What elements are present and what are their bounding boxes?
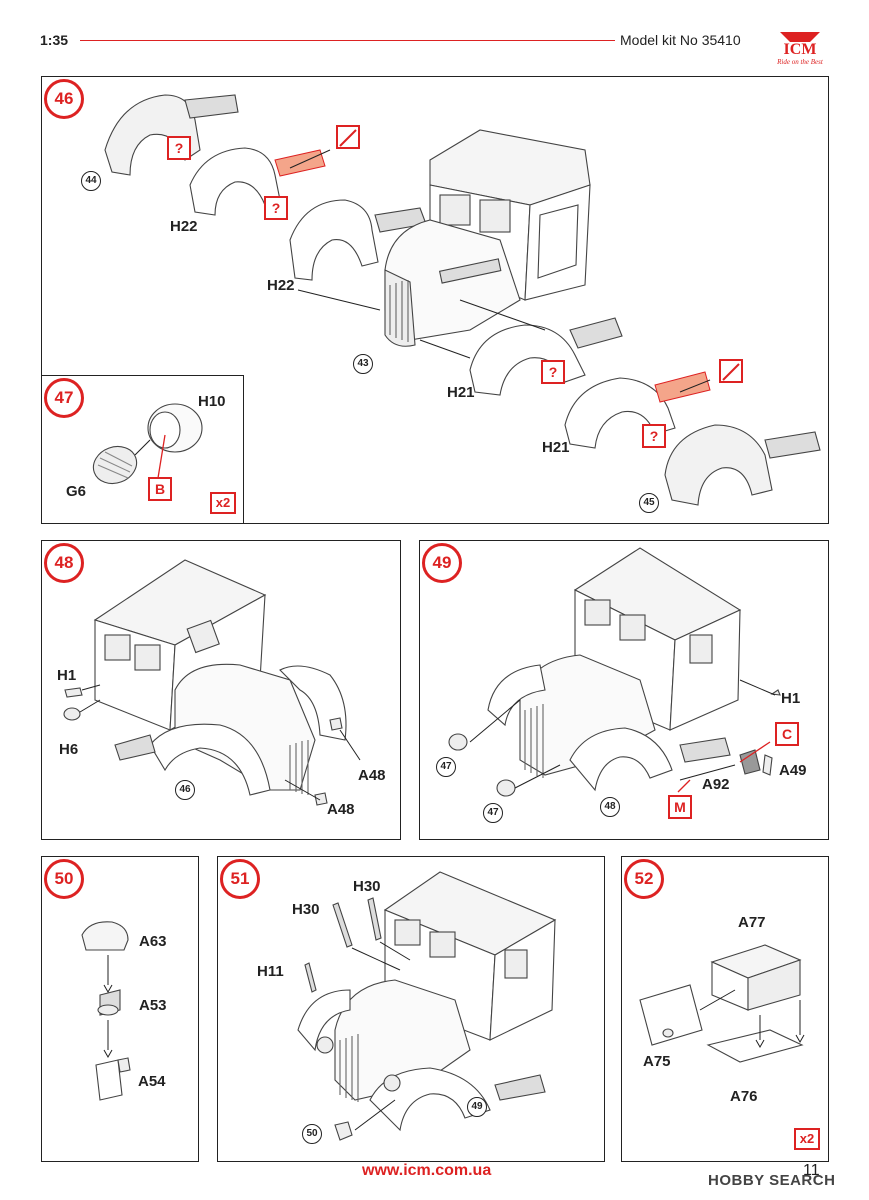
step-47-label-g6: G6 bbox=[66, 483, 87, 500]
step-49-label-a92: A92 bbox=[702, 776, 730, 793]
step-46-mark-d: ? bbox=[642, 424, 666, 448]
step-46-label-h21-a: H21 bbox=[447, 384, 475, 401]
step-47-mark-b: B bbox=[148, 477, 172, 501]
svg-text:ICM: ICM bbox=[784, 41, 817, 58]
step-47-label-h10: H10 bbox=[198, 393, 226, 410]
step-52-label-a76: A76 bbox=[730, 1088, 758, 1105]
step-46-label-h22-a: H22 bbox=[170, 218, 198, 235]
step-46-ref-43: 43 bbox=[353, 354, 373, 374]
step-48-label-a48-b: A48 bbox=[327, 801, 355, 818]
page-number: 11 bbox=[803, 1162, 820, 1179]
step-46-ref-44: 44 bbox=[81, 171, 101, 191]
step-51-label-h30-a: H30 bbox=[353, 878, 381, 895]
step-49-ref-48: 48 bbox=[600, 797, 620, 817]
step-51-ref-50: 50 bbox=[302, 1124, 322, 1144]
step-48-ref-46: 46 bbox=[175, 780, 195, 800]
step-46-label-h21-b: H21 bbox=[542, 439, 570, 456]
step-47-number: 47 bbox=[44, 378, 84, 418]
step-49-number: 49 bbox=[422, 543, 462, 583]
step-52-quantity: x2 bbox=[794, 1128, 820, 1150]
step-46-mark-b: ? bbox=[264, 196, 288, 220]
step-51-ref-49: 49 bbox=[467, 1097, 487, 1117]
step-46-ref-45: 45 bbox=[639, 493, 659, 513]
step-46-mark-a: ? bbox=[167, 136, 191, 160]
step-48-label-h1: H1 bbox=[57, 667, 77, 684]
hobby-search-watermark: HOBBY SEARCH bbox=[708, 1172, 836, 1189]
step-49-label-a49: A49 bbox=[779, 762, 807, 779]
step-46-mark-c: ? bbox=[541, 360, 565, 384]
step-51-label-h30-b: H30 bbox=[292, 901, 320, 918]
step-48-label-a48-a: A48 bbox=[358, 767, 386, 784]
step-51-label-h11: H11 bbox=[257, 963, 284, 980]
step-50-number: 50 bbox=[44, 859, 84, 899]
step-50-label-a63: A63 bbox=[139, 933, 167, 950]
step-52-label-a77: A77 bbox=[738, 914, 766, 931]
step-46-label-h22-b: H22 bbox=[267, 277, 295, 294]
step-49-mark-c: C bbox=[775, 722, 799, 746]
step-52-number: 52 bbox=[624, 859, 664, 899]
step-49-ref-47-b: 47 bbox=[483, 803, 503, 823]
kit-number: Model kit No 35410 bbox=[620, 32, 741, 48]
step-50-label-a53: A53 bbox=[139, 997, 167, 1014]
step-49-label-h1: H1 bbox=[781, 690, 801, 707]
icm-logo: ICM Ride on the Best bbox=[770, 28, 830, 66]
scale-label: 1:35 bbox=[40, 32, 69, 48]
svg-text:Ride on the Best: Ride on the Best bbox=[776, 58, 824, 66]
step-47-quantity: x2 bbox=[210, 492, 236, 514]
step-46-number: 46 bbox=[44, 79, 84, 119]
step-51-number: 51 bbox=[220, 859, 260, 899]
footer-url[interactable]: www.icm.com.ua bbox=[362, 1162, 492, 1179]
step-49-mark-m: M bbox=[668, 795, 692, 819]
step-48-number: 48 bbox=[44, 543, 84, 583]
step-49-ref-47-a: 47 bbox=[436, 757, 456, 777]
step-48-label-h6: H6 bbox=[59, 741, 79, 758]
step-50-label-a54: A54 bbox=[138, 1073, 166, 1090]
header-rule bbox=[80, 40, 615, 41]
step-52-label-a75: A75 bbox=[643, 1053, 671, 1070]
